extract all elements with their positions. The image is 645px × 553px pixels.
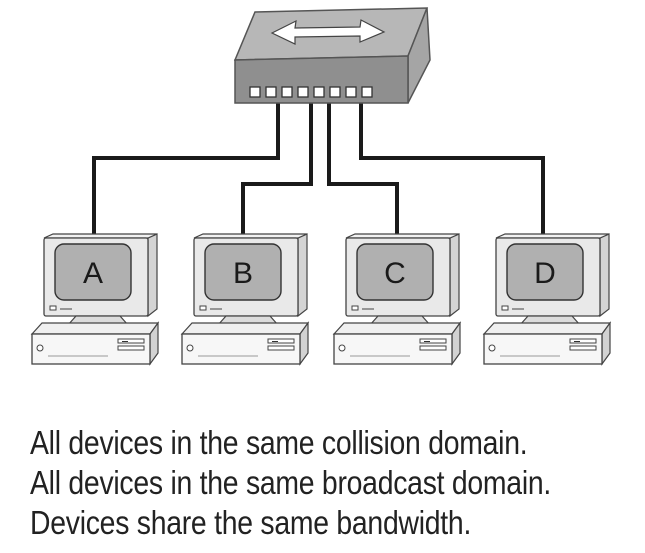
caption-line-bandwidth: Devices share the same bandwidth.: [30, 504, 472, 541]
drive-bay: [117, 338, 145, 344]
monitor-screen: [506, 243, 584, 301]
drive-slot: [272, 341, 278, 342]
monitor-power-indicator: [199, 305, 207, 311]
computer-label: A: [83, 257, 103, 290]
desktop-computer-icon: B: [180, 233, 310, 366]
monitor-screen: [204, 243, 282, 301]
caption-line-broadcast-domain: All devices in the same broadcast domain…: [30, 464, 552, 501]
drive-slot: [122, 341, 128, 342]
caption-line-collision-domain: All devices in the same collision domain…: [30, 424, 528, 461]
computer-label: B: [233, 257, 253, 290]
hub-port: [345, 86, 357, 98]
computer-label: C: [384, 257, 406, 290]
hub-port: [361, 86, 373, 98]
monitor-power-indicator: [501, 305, 509, 311]
desktop-computer-icon: C: [332, 233, 462, 366]
drive-bay: [419, 345, 447, 351]
case-power-button: [338, 344, 346, 352]
cable-a: [92, 103, 280, 238]
drive-bay: [117, 345, 145, 351]
cable-b: [241, 103, 313, 238]
monitor-side: [297, 233, 308, 318]
hub-port: [297, 86, 309, 98]
bidirectional-arrow-icon: [270, 19, 386, 45]
cables: [92, 103, 545, 238]
hub-port: [281, 86, 293, 98]
drive-bay: [419, 338, 447, 344]
case-top: [482, 322, 612, 335]
drive-slot: [574, 341, 580, 342]
case-power-button: [36, 344, 44, 352]
drive-bay: [267, 338, 295, 344]
drive-bay: [569, 338, 597, 344]
monitor-side: [599, 233, 610, 318]
computers: A B C D: [30, 233, 612, 366]
hub-ports: [249, 86, 373, 98]
monitor-side: [449, 233, 460, 318]
drive-bay: [267, 345, 295, 351]
hub-port: [249, 86, 261, 98]
monitor-screen: [356, 243, 434, 301]
drive-bay: [569, 345, 597, 351]
hub-port: [265, 86, 277, 98]
hub-port: [329, 86, 341, 98]
case-top: [30, 322, 160, 335]
case-power-button: [186, 344, 194, 352]
monitor-side: [147, 233, 158, 318]
computer-label: D: [534, 257, 556, 290]
monitor-screen: [54, 243, 132, 301]
hub-icon: [233, 7, 431, 104]
case-top: [180, 322, 310, 335]
cable-c: [327, 103, 399, 238]
cable-d: [359, 103, 545, 238]
desktop-computer-icon: D: [482, 233, 612, 366]
monitor-power-indicator: [351, 305, 359, 311]
case-top: [332, 322, 462, 335]
desktop-computer-icon: A: [30, 233, 160, 366]
network-diagram: A B C D: [30, 7, 612, 366]
hub-port: [313, 86, 325, 98]
drive-slot: [424, 341, 430, 342]
case-power-button: [488, 344, 496, 352]
monitor-power-indicator: [49, 305, 57, 311]
